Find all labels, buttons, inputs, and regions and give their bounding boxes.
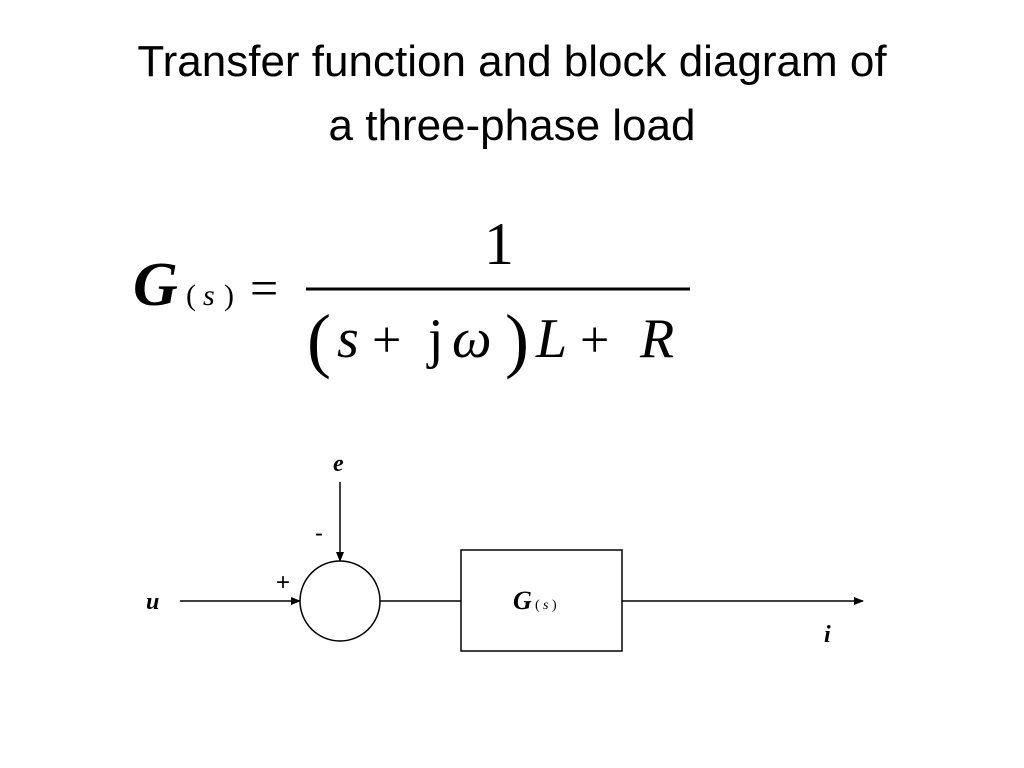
den-L: L (535, 308, 567, 370)
block-G: G (513, 586, 532, 615)
formula-lhs-close-paren: ) (224, 279, 234, 312)
den-close-paren: ) (505, 300, 529, 380)
formula-lhs-open-paren: ( (186, 279, 196, 312)
formula-lhs-s: s (203, 279, 215, 312)
title-line-2: a three-phase load (328, 101, 696, 150)
minus-sign: - (315, 520, 323, 547)
den-open-paren: ( (307, 300, 331, 380)
den-j: j (426, 308, 444, 370)
summing-junction (299, 560, 381, 642)
den-s: s (337, 308, 359, 370)
output-label-i: i (824, 622, 831, 648)
input-label-u: u (146, 589, 159, 615)
den-plus-2: + (580, 312, 609, 369)
slide-title: Transfer function and block diagram of a… (0, 30, 1024, 158)
block-open-paren: ( (535, 598, 540, 613)
formula-numerator: 1 (484, 211, 514, 277)
den-plus-1: + (372, 312, 401, 369)
transfer-function-block (460, 549, 623, 652)
formula-equals: = (250, 260, 278, 316)
plus-sign: + (276, 569, 290, 596)
den-R: R (639, 308, 674, 370)
disturbance-label-e: e (333, 451, 344, 477)
block-s: s (543, 598, 549, 613)
den-omega: ω (452, 308, 492, 370)
block-close-paren: ) (552, 598, 557, 613)
title-line-1: Transfer function and block diagram of (137, 37, 887, 86)
formula-G: G (133, 251, 178, 319)
